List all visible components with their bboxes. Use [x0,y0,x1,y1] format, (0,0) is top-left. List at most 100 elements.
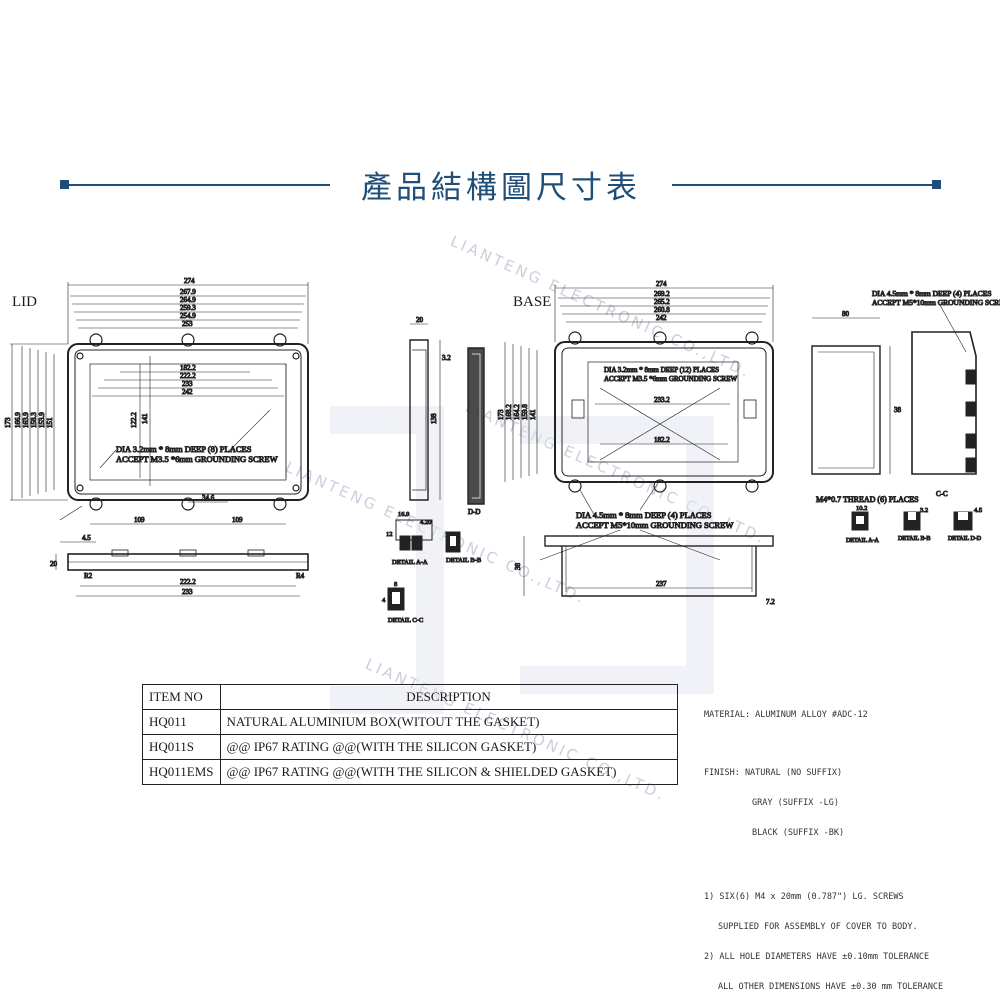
lid-dim-158: 158.3 [30,412,38,428]
lid-elev-dim-233: 233 [182,588,193,596]
header-description: DESCRIPTION [219,684,678,710]
base-elevation [523,529,774,597]
lid-detail-aa: DETAIL A-A [392,559,428,566]
base-detail-aa: DETAIL A-A [846,538,879,544]
base-details [851,511,973,531]
lid-dim-109-a: 109 [134,516,145,524]
description-cell: @@ IP67 RATING @@(WITH THE SILICON GASKE… [219,734,678,760]
lid-dim-264: 264.9 [180,296,196,304]
lid-detail-dim-420: 4.20 [420,519,431,526]
header-left-square [60,180,69,189]
header-item-no: ITEM NO [142,684,221,710]
finish-note-3: BLACK (SUFFIX -BK) [752,828,845,838]
lid-dim-151: 151 [46,417,54,428]
page-title: 產品結構圖尺寸表 [361,170,641,206]
lid-dim-173: 173 [4,417,12,428]
base-dim-265: 265.2 [654,298,670,306]
base-dim-159: 159.8 [521,404,529,420]
base-dim-173: 173 [497,409,505,420]
item-table: ITEM NO DESCRIPTION HQ011 NATURAL ALUMIN… [142,684,678,785]
lid-side-138: 138 [430,413,438,424]
note-1b: SUPPLIED FOR ASSEMBLY OF COVER TO BODY. [718,922,918,932]
lid-dim-274: 274 [184,277,195,285]
lid-detail-dim-12: 12 [386,531,393,538]
note-1a: 1) SIX(6) M4 x 20mm (0.787") LG. SCREWS [704,892,904,902]
header-right-rule [672,184,934,186]
base-dim-242: 242 [656,314,667,322]
note-2a: 2) ALL HOLE DIAMETERS HAVE ±0.10mm TOLER… [704,952,930,962]
base-note-screw2: ACCEPT M5*10mm GROUNDING SCREW [576,520,733,530]
base-note-holes: DIA 3.2mm * 8mm DEEP (12) PLACES [604,366,719,374]
base-note-holes2: DIA 4.5mm * 8mm DEEP (4) PLACES [576,510,712,520]
item-no-cell: HQ011EMS [142,759,221,785]
base-elev-38: 38 [514,563,522,571]
lid-dim-141: 141 [141,413,149,424]
table-row: HQ011EMS @@ IP67 RATING @@(WITH THE SILI… [142,759,678,785]
lid-dim-254: 254.9 [180,312,196,320]
base-thread-note: M4*0.7 THREAD (6) PLACES [816,495,919,504]
lid-dim-153: 153.9 [38,412,46,428]
base-side-38: 38 [894,406,902,414]
base-dim-164: 164.2 [513,404,521,420]
page-header: 產品結構圖尺寸表 [60,160,941,210]
lid-dim-233: 233 [182,380,193,388]
item-no-cell: HQ011 [142,709,221,735]
lid-elev-r4: R4 [296,572,305,580]
table-row: HQ011 NATURAL ALUMINIUM BOX(WITOUT THE G… [142,709,678,735]
lid-dim-267: 267.9 [180,288,196,296]
item-no-cell: HQ011S [142,734,221,760]
lid-detail-bb: DETAIL B-B [446,557,482,564]
lid-dim-182: 182.2 [180,364,196,372]
description-cell: NATURAL ALUMINIUM BOX(WITOUT THE GASKET) [219,709,678,735]
lid-dim-242: 242 [182,388,193,396]
lid-elevation [55,541,309,597]
material-note: MATERIAL: ALUMINUM ALLOY #ADC-12 [704,710,868,720]
base-side-cc: C-C [936,490,948,498]
lid-side-20: 20 [416,316,424,324]
lid-dim-259: 259.3 [180,304,196,312]
base-elev-237: 237 [656,580,667,588]
lid-side-dd: D-D [468,508,480,516]
lid-dim-222: 222.2 [180,372,196,380]
lid-detail-dim-169: 16.9 [398,511,409,518]
description-cell: @@ IP67 RATING @@(WITH THE SILICON & SHI… [219,759,678,785]
lid-label: LID [12,294,37,310]
base-side-note-screw: ACCEPT M5*10mm GROUNDING SCREW [872,298,1000,307]
lid-elev-20: 20 [50,560,58,568]
lid-details [387,519,461,611]
base-dim-141: 141 [529,409,537,420]
lid-dim-109-b: 109 [232,516,243,524]
lid-detail-dim-4: 4 [382,597,386,604]
base-detail-dim-45: 4.5 [974,507,982,514]
lid-side-32: 3.2 [442,354,451,362]
base-dim-260: 260.8 [654,306,670,314]
finish-note-2: GRAY (SUFFIX -LG) [752,798,839,808]
lid-note-screw: ACCEPT M3.5 *6mm GROUNDING SCREW [116,454,278,464]
lid-dim-163: 163.9 [22,412,30,428]
base-dim-274: 274 [656,280,667,288]
lid-plan-view [10,282,309,525]
base-detail-dim-32: 3.2 [920,507,928,514]
lid-detail-cc: DETAIL C-C [388,617,423,624]
lid-elev-dim-222: 222.2 [180,578,196,586]
base-elev-72: 7.2 [766,598,775,606]
finish-note-1: FINISH: NATURAL (NO SUFFIX) [704,768,843,778]
table-row: HQ011S @@ IP67 RATING @@(WITH THE SILICO… [142,734,678,760]
table-header-row: ITEM NO DESCRIPTION [142,684,678,710]
base-dim-168: 168.2 [505,404,513,420]
lid-note-holes: DIA 3.2mm * 8mm DEEP (8) PLACES [116,444,252,454]
header-right-square [932,180,941,189]
base-note-screw: ACCEPT M3.5 *6mm GROUNDING SCREW [604,375,737,383]
base-detail-bb: DETAIL B-B [898,536,930,542]
lid-detail-dim-8: 8 [394,581,397,588]
base-side-section [811,304,977,475]
lid-side-section [409,323,485,505]
base-side-80: 80 [842,310,850,318]
lid-dim-122: 122.2 [130,412,138,428]
drawing-notes: MATERIAL: ALUMINUM ALLOY #ADC-12 FINISH:… [704,690,943,1002]
lid-dim-253: 253 [182,320,193,328]
lid-elev-45: 4.5 [82,534,91,542]
lid-dim-34: 34.6 [202,494,215,502]
lid-elev-r2: R2 [84,572,93,580]
header-left-rule [68,184,330,186]
